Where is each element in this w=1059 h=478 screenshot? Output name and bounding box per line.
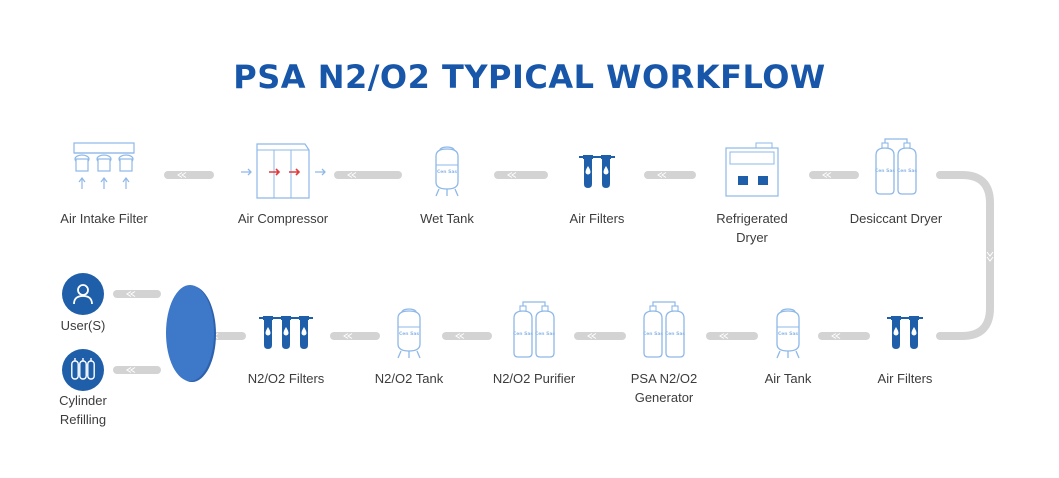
air-filters-icon	[579, 154, 615, 189]
svg-text:Cen Sas: Cen Sas	[437, 169, 457, 175]
svg-text:Cen Sas: Cen Sas	[875, 168, 895, 174]
air-filters-icon	[887, 315, 923, 350]
svg-text:Cen Sas: Cen Sas	[897, 168, 917, 174]
flow-arrow-icon	[126, 367, 136, 373]
user-icon	[62, 273, 104, 315]
svg-text:Cen Sas: Cen Sas	[778, 331, 798, 337]
flow-arrow-icon	[657, 172, 667, 178]
pipes	[113, 171, 994, 374]
stage-label: Refrigerated Dryer	[716, 211, 788, 245]
flow-arrow-icon	[455, 333, 465, 339]
flow-arrow-icon	[343, 333, 353, 339]
air-intake-filter-icon	[73, 142, 135, 189]
n2o2-tank-icon: Cen Sas	[397, 308, 421, 359]
stage-label: N2/O2 Filters	[247, 371, 325, 386]
refrigerated-dryer-icon	[725, 142, 779, 197]
pipe-return-loop	[936, 171, 994, 340]
flow-arrow-icon	[347, 172, 357, 178]
distribution-disk	[166, 285, 216, 382]
flow-arrow-icon	[719, 333, 729, 339]
stage-label: Air Compressor	[237, 211, 329, 226]
air-compressor-icon	[241, 143, 326, 199]
flow-arrow-icon	[822, 172, 832, 178]
svg-text:Cen Sas: Cen Sas	[643, 331, 663, 337]
stage-label: Air Filters	[877, 371, 933, 386]
stage-label: PSA N2/O2 Generator	[630, 371, 698, 405]
stage-label: Desiccant Dryer	[849, 211, 943, 226]
flow-arrow-icon	[587, 333, 597, 339]
svg-text:Cen Sas: Cen Sas	[513, 331, 533, 337]
stage-label: Air Filters	[569, 211, 625, 226]
output-label: User(S)	[60, 318, 106, 333]
svg-text:Cen Sas: Cen Sas	[399, 331, 419, 337]
svg-text:Cen Sas: Cen Sas	[535, 331, 555, 337]
output-label: Cylinder Refilling	[59, 393, 107, 427]
stage-label: Air Intake Filter	[60, 211, 148, 226]
air-tank-icon: Cen Sas	[776, 308, 800, 359]
cylinder-icon	[62, 349, 104, 391]
flow-arrow-icon	[986, 251, 994, 262]
wet-tank-icon: Cen Sas	[435, 146, 459, 197]
stage-label: Air Tank	[764, 371, 812, 386]
stage-label: N2/O2 Tank	[374, 371, 444, 386]
flow-arrow-icon	[177, 172, 187, 178]
stage-label: N2/O2 Purifier	[492, 371, 576, 386]
svg-text:Cen Sas: Cen Sas	[665, 331, 685, 337]
flow-arrow-icon	[126, 291, 136, 297]
n2o2-filters-icon	[259, 315, 313, 350]
page-title: PSA N2/O2 TYPICAL WORKFLOW	[233, 58, 826, 96]
flow-arrow-icon	[507, 172, 517, 178]
stage-label: Wet Tank	[420, 211, 474, 226]
flow-arrow-icon	[831, 333, 841, 339]
